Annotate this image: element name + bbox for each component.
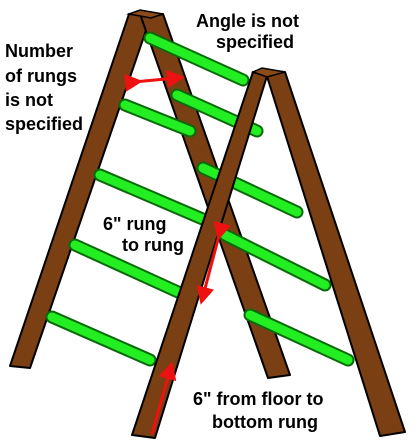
rung xyxy=(70,240,183,297)
rungs xyxy=(45,31,355,367)
angle-arrow xyxy=(124,69,185,92)
rung xyxy=(220,230,330,290)
labels: Angle is not specified Number of rungs i… xyxy=(5,11,324,432)
rungs-label-line3: is not xyxy=(5,90,53,110)
spacing-label-line2: to rung xyxy=(122,235,184,255)
rungs-label-line2: of rungs xyxy=(5,66,77,86)
spacing-label-line1: 6" rung xyxy=(103,214,167,234)
rung xyxy=(95,170,210,225)
floor-label-line2: bottom rung xyxy=(212,412,318,432)
floor-to-rung-arrow xyxy=(150,361,177,435)
back-leg-top xyxy=(126,9,164,19)
angle-label-line2: specified xyxy=(216,32,294,52)
annotation-arrows xyxy=(124,69,232,435)
rung xyxy=(245,310,353,365)
rung-spacing-arrow xyxy=(196,220,232,305)
floor-label-line1: 6" from floor to xyxy=(193,389,324,409)
rung xyxy=(145,33,248,85)
angle-label-line1: Angle is not xyxy=(196,11,299,31)
rungs-label-line1: Number xyxy=(5,41,73,61)
rung xyxy=(120,100,195,136)
front-leg-top xyxy=(250,67,286,78)
rung xyxy=(47,312,155,365)
rungs-label-line4: specified xyxy=(5,114,83,134)
front-right-leg xyxy=(264,69,406,437)
